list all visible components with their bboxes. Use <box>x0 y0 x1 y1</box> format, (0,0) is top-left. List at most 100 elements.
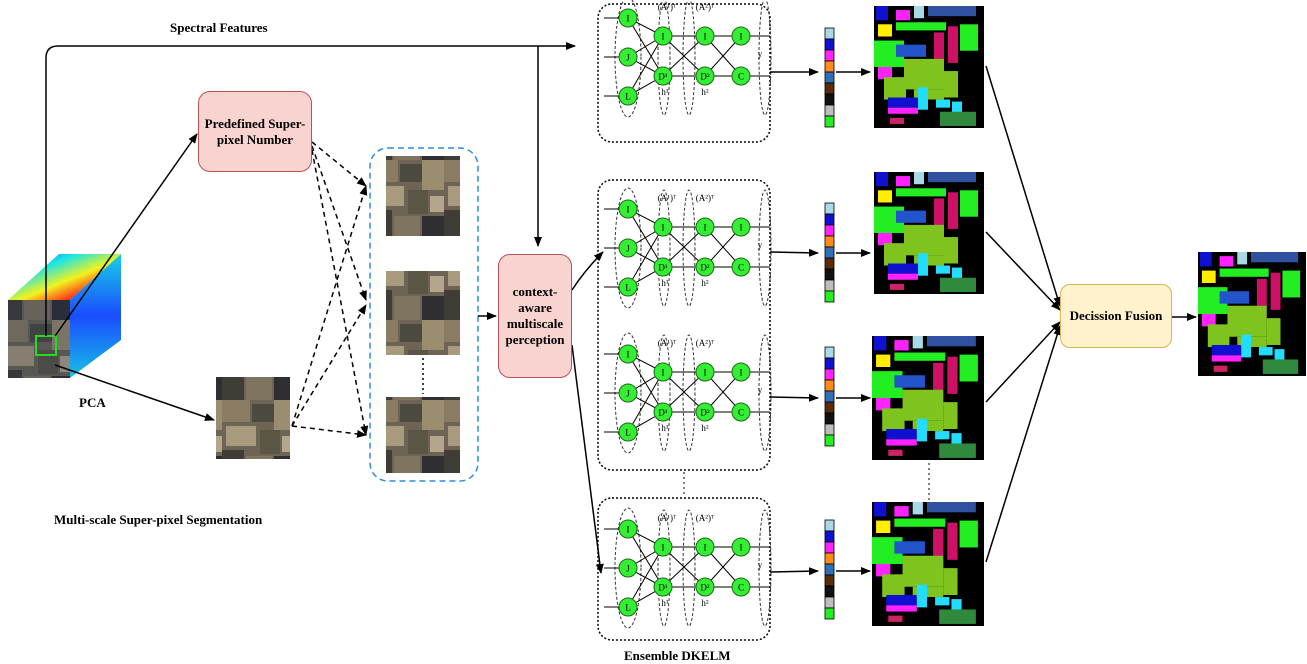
weight-label-1: (A¹)ᵀ <box>658 193 677 203</box>
vector-cell <box>824 541 835 554</box>
satellite-image-icon <box>386 397 460 473</box>
node-label: I <box>704 32 707 42</box>
node-label: I <box>740 368 743 378</box>
node-label: I <box>627 14 630 24</box>
vector-cell <box>824 530 835 543</box>
vector-cell <box>824 104 835 117</box>
weight-label-2: (A²)ᵀ <box>696 338 715 348</box>
vector-cell <box>824 93 835 106</box>
vector-cell <box>824 202 835 215</box>
network-node: C <box>731 402 751 422</box>
output-vector <box>824 346 835 447</box>
vector-cell <box>824 607 835 620</box>
network-node: C <box>731 66 751 86</box>
vector-cell <box>824 379 835 392</box>
spectral-features-label: Spectral Features <box>170 20 268 35</box>
dkelm-panel-bottom <box>597 497 771 641</box>
network-node: D² <box>695 257 715 277</box>
node-label: L <box>625 603 631 613</box>
node-label: I <box>740 32 743 42</box>
node-label: I <box>704 223 707 233</box>
network-node: I <box>653 362 673 382</box>
network-node: I <box>695 217 715 237</box>
dkelm-panel-middle <box>597 179 771 471</box>
network-node: I <box>695 362 715 382</box>
pca-label: PCA <box>79 395 106 410</box>
node-label: D² <box>700 408 709 418</box>
network-node: I <box>653 537 673 557</box>
vector-cell <box>824 412 835 425</box>
network-node: D² <box>695 66 715 86</box>
vector-cell <box>824 235 835 248</box>
context-aware-box: context-aware multiscale perception <box>498 254 572 378</box>
output-label: y <box>758 385 763 395</box>
node-label: I <box>662 368 665 378</box>
hidden-label-2: h² <box>701 423 709 433</box>
weight-label-1: (A¹)ᵀ <box>658 338 677 348</box>
weight-label-1: (A¹)ᵀ <box>658 513 677 523</box>
network-node: I <box>653 217 673 237</box>
node-label: I <box>662 543 665 553</box>
node-label: D² <box>700 263 709 273</box>
vector-cell <box>824 368 835 381</box>
vector-cell <box>824 357 835 370</box>
vector-cell <box>824 596 835 609</box>
satellite-image-icon <box>386 271 460 355</box>
vector-cell <box>824 346 835 359</box>
output-label: y <box>758 49 763 59</box>
vector-cell <box>824 390 835 403</box>
node-label: I <box>662 32 665 42</box>
vector-cell <box>824 401 835 414</box>
output-vector <box>824 27 835 128</box>
node-label: I <box>704 368 707 378</box>
network-node: D¹ <box>653 402 673 422</box>
satellite-image-icon <box>216 377 290 459</box>
hidden-label-2: h² <box>701 598 709 608</box>
network-node: L <box>618 277 638 297</box>
vector-cell <box>824 246 835 259</box>
decision-fusion-box: Decission Fusion <box>1060 284 1172 348</box>
node-label: I <box>740 223 743 233</box>
node-label: I <box>627 205 630 215</box>
vector-cell <box>824 71 835 84</box>
node-label: J <box>626 244 630 254</box>
network-node: D¹ <box>653 257 673 277</box>
vector-cell <box>824 585 835 598</box>
node-label: C <box>738 583 744 593</box>
network-node: J <box>618 383 638 403</box>
hidden-label-1: h¹ <box>661 423 669 433</box>
hidden-label-1: h¹ <box>661 278 669 288</box>
classification-map-icon <box>874 172 984 294</box>
vector-cell <box>824 423 835 436</box>
network-node: I <box>731 26 751 46</box>
network-node: L <box>618 86 638 106</box>
superpixel-group <box>369 147 479 482</box>
network-node: D¹ <box>653 577 673 597</box>
output-label: y <box>758 240 763 250</box>
classification-map-icon <box>874 6 984 128</box>
vector-cell <box>824 82 835 95</box>
network-node: J <box>618 558 638 578</box>
network-node: I <box>618 519 638 539</box>
network-node: D² <box>695 577 715 597</box>
network-node: I <box>695 26 715 46</box>
ensemble-dkelm-label: Ensemble DKELM <box>624 648 731 663</box>
node-label: D¹ <box>658 72 667 82</box>
network-node: I <box>618 344 638 364</box>
satellite-image-icon <box>386 156 460 236</box>
network-node: I <box>731 362 751 382</box>
vector-cell <box>824 563 835 576</box>
output-vector <box>824 202 835 303</box>
node-label: L <box>625 92 631 102</box>
node-label: I <box>740 543 743 553</box>
classification-map-icon <box>872 502 984 626</box>
network-node: L <box>618 422 638 442</box>
vector-cell <box>824 574 835 587</box>
vector-cell <box>824 257 835 270</box>
vector-cell <box>824 115 835 128</box>
